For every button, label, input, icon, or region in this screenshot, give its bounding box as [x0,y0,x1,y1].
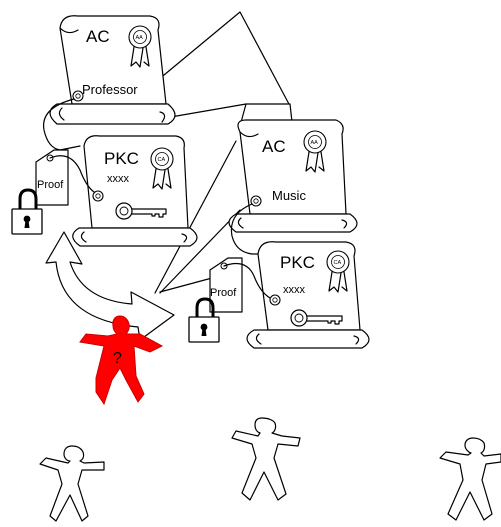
right-ac-attribute: Music [272,188,306,203]
right-ac-title: AC [262,137,286,156]
left-ac-seal-label: AA [136,35,144,41]
left-pkc-seal-label: CA [158,157,166,163]
person-icon [440,438,501,520]
right-pkc-seal-label: CA [334,260,342,266]
left-pkc-certificate: PKC CA xxxx [73,136,197,246]
right-ac-certificate: AC AA Music [229,104,357,232]
left-pkc-key-id: xxxx [107,173,130,185]
left-ac-attribute: Professor [82,82,138,97]
right-proof-label: Proof [210,287,237,299]
person-icon [40,446,104,521]
unknown-person-label: ? [113,350,122,367]
scroll-icon [229,104,357,232]
right-ac-seal-label: AA [311,140,319,146]
left-ac-title: AC [86,27,110,46]
left-ac-certificate: AC AA Professor [50,16,175,124]
left-pkc-title: PKC [104,149,139,168]
right-pkc-key-id: xxxx [283,284,306,296]
left-proof-label: Proof [37,179,64,191]
right-pkc-title: PKC [280,253,315,272]
scroll-icon [50,16,175,124]
curved-arrow-icon [46,232,174,340]
person-icon [232,418,300,500]
